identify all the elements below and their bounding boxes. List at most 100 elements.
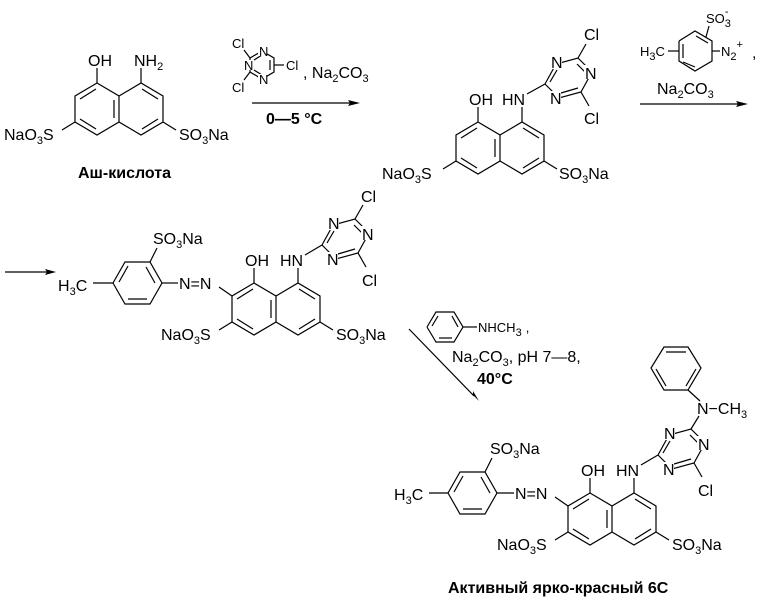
bond [442, 160, 457, 170]
chloro-label: Cl [698, 483, 713, 500]
bond [118, 82, 164, 136]
bond [655, 531, 670, 541]
bond [79, 88, 97, 100]
sulfonate-left-label: NaO3S [497, 537, 547, 557]
step-3-temperature: 40°C [477, 371, 513, 388]
arrowhead [736, 101, 748, 107]
sulfonate-aryl-label: SO3Na [153, 231, 203, 251]
bond [354, 204, 364, 220]
bond [640, 454, 659, 466]
oh-label: OH [88, 53, 112, 70]
diazo-methyl-label: H3C [640, 44, 665, 63]
bond [650, 346, 702, 391]
bond [298, 288, 316, 300]
arrowhead [45, 269, 56, 275]
nh2-label: NH2 [134, 53, 163, 73]
bond [218, 321, 233, 331]
bond [162, 121, 177, 131]
bond [484, 457, 493, 473]
sulfonate-right-label: SO3Na [336, 327, 386, 347]
triazine-n-label: N [550, 91, 562, 108]
bond [543, 160, 558, 170]
nh-label: HN [616, 463, 639, 480]
triazine-n-label: N [664, 426, 676, 443]
methyl-label: H3C [58, 278, 87, 298]
bond [662, 440, 671, 454]
triazine-n-label: N [585, 66, 597, 83]
bond [499, 121, 545, 175]
bond [673, 458, 692, 465]
nh-label: HN [280, 253, 303, 270]
bond [431, 315, 439, 327]
bond [74, 82, 120, 136]
bond [705, 25, 710, 38]
bond [231, 282, 277, 336]
bond [554, 496, 569, 507]
chloro-label: Cl [361, 189, 376, 206]
bond [577, 43, 587, 59]
step-1-base-label: , Na2CO3 [303, 65, 369, 85]
bond [455, 121, 501, 175]
sulfonate-right-label: SO3Na [672, 537, 722, 557]
step-3-base-label: Na2CO3, pH 7—8, [452, 349, 581, 369]
sulfonate-left-label: NaO3S [382, 166, 432, 186]
triazine-n-label: N [698, 437, 710, 454]
triazine-n-label: N [663, 462, 675, 479]
bond [218, 286, 233, 297]
oh-label: OH [581, 463, 605, 480]
molecule-intermediate-2: H3C SO3Na N=N OH HN N N N [5, 189, 386, 347]
bond [549, 69, 558, 83]
triazine-n-label: N [551, 55, 563, 72]
bond [682, 61, 696, 68]
bond [526, 83, 546, 95]
bond [480, 476, 491, 494]
bond [236, 318, 254, 330]
bond [678, 30, 713, 72]
bond [141, 118, 159, 130]
bond [611, 492, 657, 546]
bond [693, 462, 703, 478]
bond [634, 528, 652, 540]
sulfonate-aryl-label: SO3Na [490, 441, 540, 461]
sulfonate-left-label: NaO3S [161, 327, 211, 347]
bond [118, 265, 129, 283]
bond [243, 49, 251, 59]
bond [298, 318, 316, 330]
bond [522, 157, 540, 169]
triazine-n-label: N [244, 58, 253, 73]
bond [580, 91, 590, 107]
azo-label: N=N [515, 486, 547, 503]
step-2: SO3- H3C N2+ , Na2CO3 [640, 6, 756, 107]
bond [460, 127, 478, 139]
sulfonate-right-label: SO3Na [559, 166, 609, 186]
h-acid-caption: Аш-кислота [78, 165, 171, 182]
bond [79, 118, 97, 130]
triazine-n-label: N [327, 252, 339, 269]
bond [236, 288, 254, 300]
diazonium-label: N2+ [721, 39, 743, 63]
bond [337, 248, 356, 255]
molecule-h-acid: OH NH2 NaO3S SO3Na Аш-кислота [4, 53, 229, 182]
step-1: N N N Cl Cl Cl , Na2CO3 0—5 °C [232, 36, 369, 128]
cyanuric-chloride: N N N Cl Cl Cl [232, 36, 298, 95]
bond [460, 157, 478, 169]
bond [451, 315, 459, 328]
bond [145, 266, 156, 284]
triazine-n-label: N [328, 216, 340, 233]
bond [560, 87, 579, 94]
bond [141, 88, 159, 100]
azo-label: N=N [179, 276, 211, 293]
diazo-comma: , [752, 45, 756, 62]
bond [149, 247, 158, 263]
triazine-n-label: N [259, 44, 268, 59]
bond [554, 531, 569, 541]
bond [655, 368, 667, 387]
nh-label: HN [502, 92, 525, 109]
sulfonate-left-label: NaO3S [4, 127, 54, 147]
bond [687, 389, 701, 402]
step-3: NHCH3, Na2CO3, pH 7—8, 40°C [408, 311, 581, 401]
oh-label: OH [469, 92, 493, 109]
bond [326, 230, 335, 244]
bond [634, 498, 652, 510]
